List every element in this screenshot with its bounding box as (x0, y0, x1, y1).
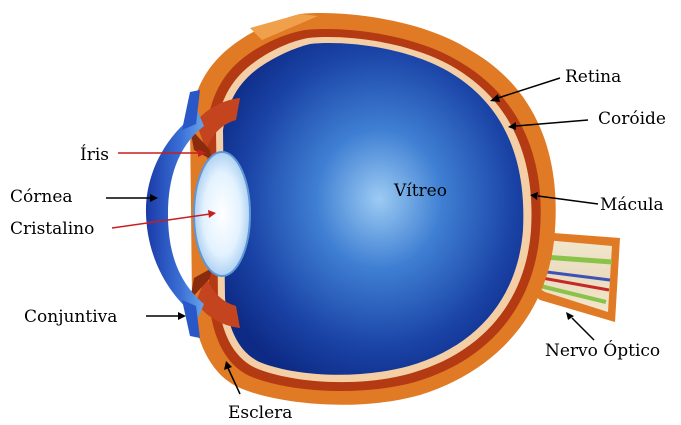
leader-nervo (572, 318, 594, 340)
label-iris: Íris (80, 144, 109, 165)
label-conjuntiva: Conjuntiva (24, 307, 117, 327)
label-macula: Mácula (600, 195, 664, 215)
label-cornea: Córnea (10, 187, 73, 207)
label-esclera: Esclera (228, 403, 292, 423)
label-retina: Retina (565, 67, 621, 87)
label-coroide: Coróide (598, 109, 666, 129)
lens (194, 152, 250, 276)
label-vitreo: Vítreo (393, 181, 447, 201)
label-cristalino: Cristalino (10, 219, 94, 239)
label-nervo-optico: Nervo Óptico (545, 340, 660, 361)
